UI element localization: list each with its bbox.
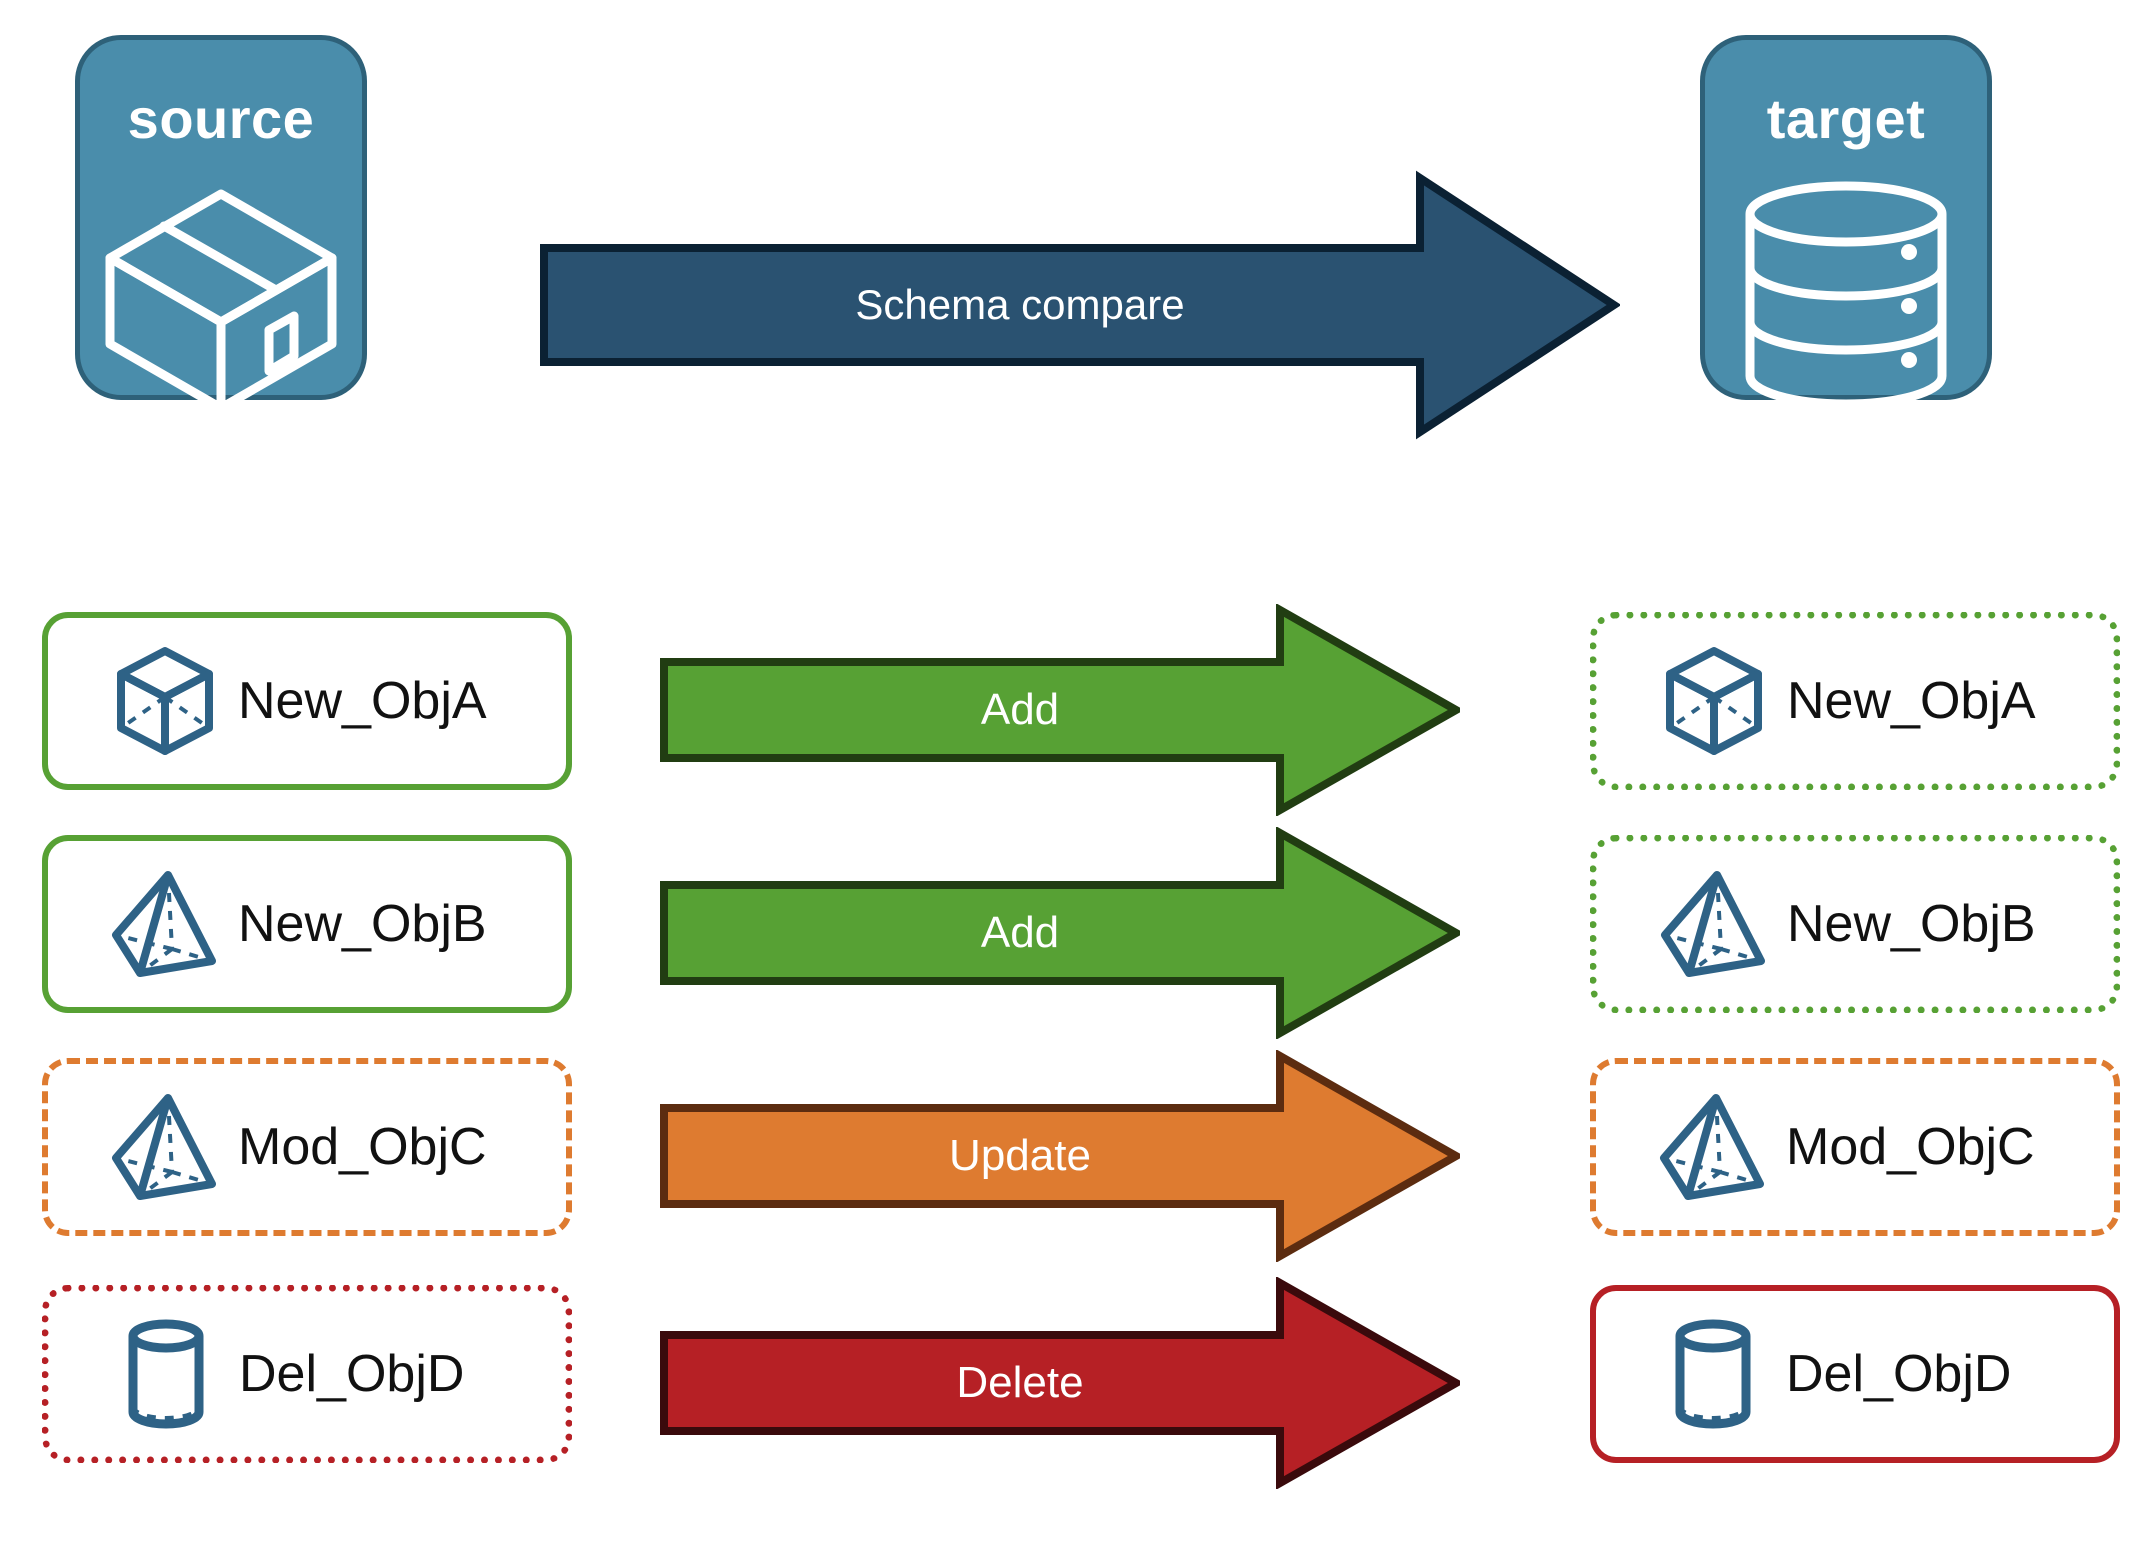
source-object-box[interactable]: Mod_ObjC — [42, 1058, 572, 1236]
target-object-box[interactable]: New_ObjB — [1590, 835, 2120, 1013]
target-object-label: New_ObjB — [1787, 895, 2036, 953]
update-action-arrow[interactable] — [660, 1050, 1460, 1262]
add-action-arrow[interactable] — [660, 827, 1460, 1039]
pyramid-wireframe-icon — [1655, 869, 1773, 979]
target-object-label: Del_ObjD — [1786, 1345, 2012, 1403]
source-object-label: Mod_ObjC — [238, 1118, 487, 1176]
source-object-label: New_ObjA — [238, 672, 487, 730]
source-endpoint-card[interactable]: source — [75, 35, 367, 413]
object-row: New_ObjB Add — [0, 827, 2150, 1039]
source-endpoint-title: source — [127, 87, 315, 150]
add-action-arrow[interactable] — [660, 604, 1460, 816]
cube-wireframe-icon — [1655, 645, 1773, 757]
delete-action-arrow[interactable] — [660, 1277, 1460, 1489]
object-row: Del_ObjD Delete Del_ObjD — [0, 1277, 2150, 1489]
source-object-label: Del_ObjD — [239, 1345, 465, 1403]
target-object-box[interactable]: Mod_ObjC — [1590, 1058, 2120, 1236]
package-box-icon — [96, 180, 346, 415]
pyramid-wireframe-icon — [1654, 1092, 1772, 1202]
target-endpoint-title: target — [1766, 87, 1926, 150]
schema-compare-arrow[interactable] — [540, 170, 1620, 440]
cylinder-wireframe-icon — [1654, 1318, 1772, 1430]
source-object-box[interactable]: Del_ObjD — [42, 1285, 572, 1463]
target-object-label: Mod_ObjC — [1786, 1118, 2035, 1176]
target-object-box[interactable]: New_ObjA — [1590, 612, 2120, 790]
object-row: Mod_ObjC Update — [0, 1050, 2150, 1262]
source-object-label: New_ObjB — [238, 895, 487, 953]
target-object-box[interactable]: Del_ObjD — [1590, 1285, 2120, 1463]
cube-wireframe-icon — [106, 645, 224, 757]
source-object-box[interactable]: New_ObjA — [42, 612, 572, 790]
target-object-label: New_ObjA — [1787, 672, 2036, 730]
pyramid-wireframe-icon — [106, 869, 224, 979]
pyramid-wireframe-icon — [106, 1092, 224, 1202]
cylinder-wireframe-icon — [107, 1318, 225, 1430]
source-object-box[interactable]: New_ObjB — [42, 835, 572, 1013]
object-row: New_ObjA Add — [0, 604, 2150, 816]
target-endpoint-card[interactable]: target — [1700, 35, 1992, 409]
database-cylinder-icon — [1731, 180, 1961, 415]
